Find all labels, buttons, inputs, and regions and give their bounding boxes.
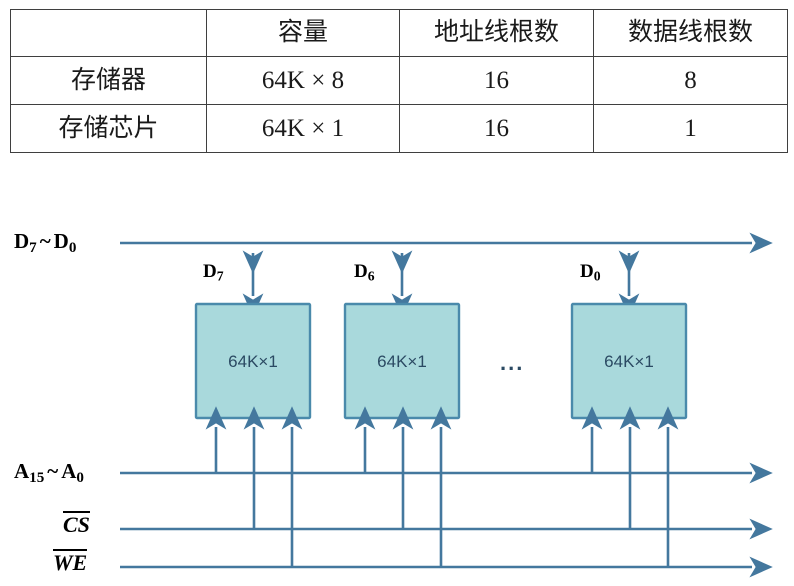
data-pin-label-2-prefix: D (354, 261, 368, 282)
row-label-memory: 存储器 (10, 56, 207, 105)
spec-table: 容量 地址线根数 数据线根数 存储器 64K × 8 16 8 存储芯片 64K… (10, 9, 788, 153)
table-row: 存储器 64K × 8 16 8 (10, 56, 788, 105)
data-pin-label-3-prefix: D (580, 261, 594, 282)
address-bus-label-prefix: A (14, 459, 30, 483)
data-pin-label-1: D7 (203, 262, 224, 283)
row-label-chip: 存储芯片 (10, 104, 207, 153)
chip-label-3: 64K×1 (604, 352, 654, 371)
cell-chip-address-lines: 16 (399, 104, 594, 153)
data-bus-label-sub-hi: 7 (29, 239, 37, 256)
chip-label-1: 64K×1 (228, 352, 278, 371)
data-bus-label-tilde: ~ (39, 229, 51, 253)
data-bus-label-prefix-2: D (53, 229, 69, 253)
data-bus-label-prefix: D (14, 229, 30, 253)
cell-memory-address-lines: 16 (399, 56, 594, 105)
write-enable-label-text: WE (53, 549, 88, 575)
data-pin-label-2: D6 (354, 262, 375, 283)
data-bus-label: D7~D0 (14, 231, 76, 256)
address-bus-label-sub-lo: 0 (76, 469, 84, 486)
data-bus-label-sub-lo: 0 (68, 239, 77, 256)
address-bus-label-sub-hi: 15 (29, 469, 45, 486)
cell-chip-capacity: 64K × 1 (206, 104, 400, 153)
cell-memory-capacity: 64K × 8 (206, 56, 400, 105)
ellipsis-label: ... (500, 350, 525, 375)
address-bus-label: A15~A0 (14, 461, 84, 486)
data-pin-label-1-sub: 7 (216, 268, 224, 284)
header-cell-data-lines: 数据线根数 (593, 9, 788, 57)
data-pin-label-2-sub: 6 (367, 268, 375, 284)
address-bus-label-prefix-2: A (61, 459, 77, 483)
address-bus-label-tilde: ~ (47, 459, 59, 483)
chip-select-label: CS (63, 511, 90, 536)
chip-label-2: 64K×1 (377, 352, 427, 371)
data-pin-label-1-prefix: D (203, 261, 217, 282)
table-row: 存储芯片 64K × 1 16 1 (10, 104, 788, 153)
chip-select-label-text: CS (63, 511, 90, 537)
data-pin-label-3: D0 (580, 262, 601, 283)
data-pin-label-3-sub: 0 (593, 268, 601, 284)
cell-chip-data-lines: 1 (593, 104, 788, 153)
write-enable-label: WE (53, 549, 88, 575)
